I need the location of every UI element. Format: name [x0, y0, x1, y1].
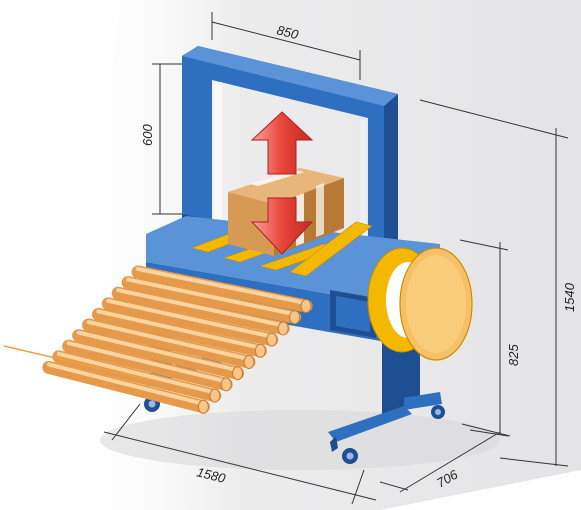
- floor-shadow: [100, 410, 500, 470]
- dim-frame-width: 850: [275, 22, 300, 42]
- roller: [91, 307, 267, 358]
- compression-arrow: [250, 111, 314, 255]
- dim-length: 1580: [195, 464, 227, 486]
- roller: [62, 339, 233, 392]
- roller: [121, 276, 302, 325]
- roller: [72, 329, 245, 381]
- caster-rear-right: [431, 405, 445, 419]
- roller: [131, 265, 313, 313]
- dimension-lines: [103, 12, 569, 505]
- roller-conveyor: [3, 265, 313, 414]
- strapping-arch: [182, 46, 398, 248]
- rear-right-foot: [402, 392, 442, 410]
- roller: [101, 297, 279, 347]
- strap-reel: [367, 247, 473, 361]
- dim-table-height: 825: [506, 344, 521, 366]
- conveyor-rail: [3, 345, 151, 381]
- roller: [42, 360, 210, 414]
- roller: [82, 318, 256, 369]
- dim-arch-height: 600: [140, 124, 155, 146]
- caster-front-right: [342, 448, 358, 464]
- dim-overall-height: 1540: [562, 282, 577, 312]
- roller: [111, 286, 290, 336]
